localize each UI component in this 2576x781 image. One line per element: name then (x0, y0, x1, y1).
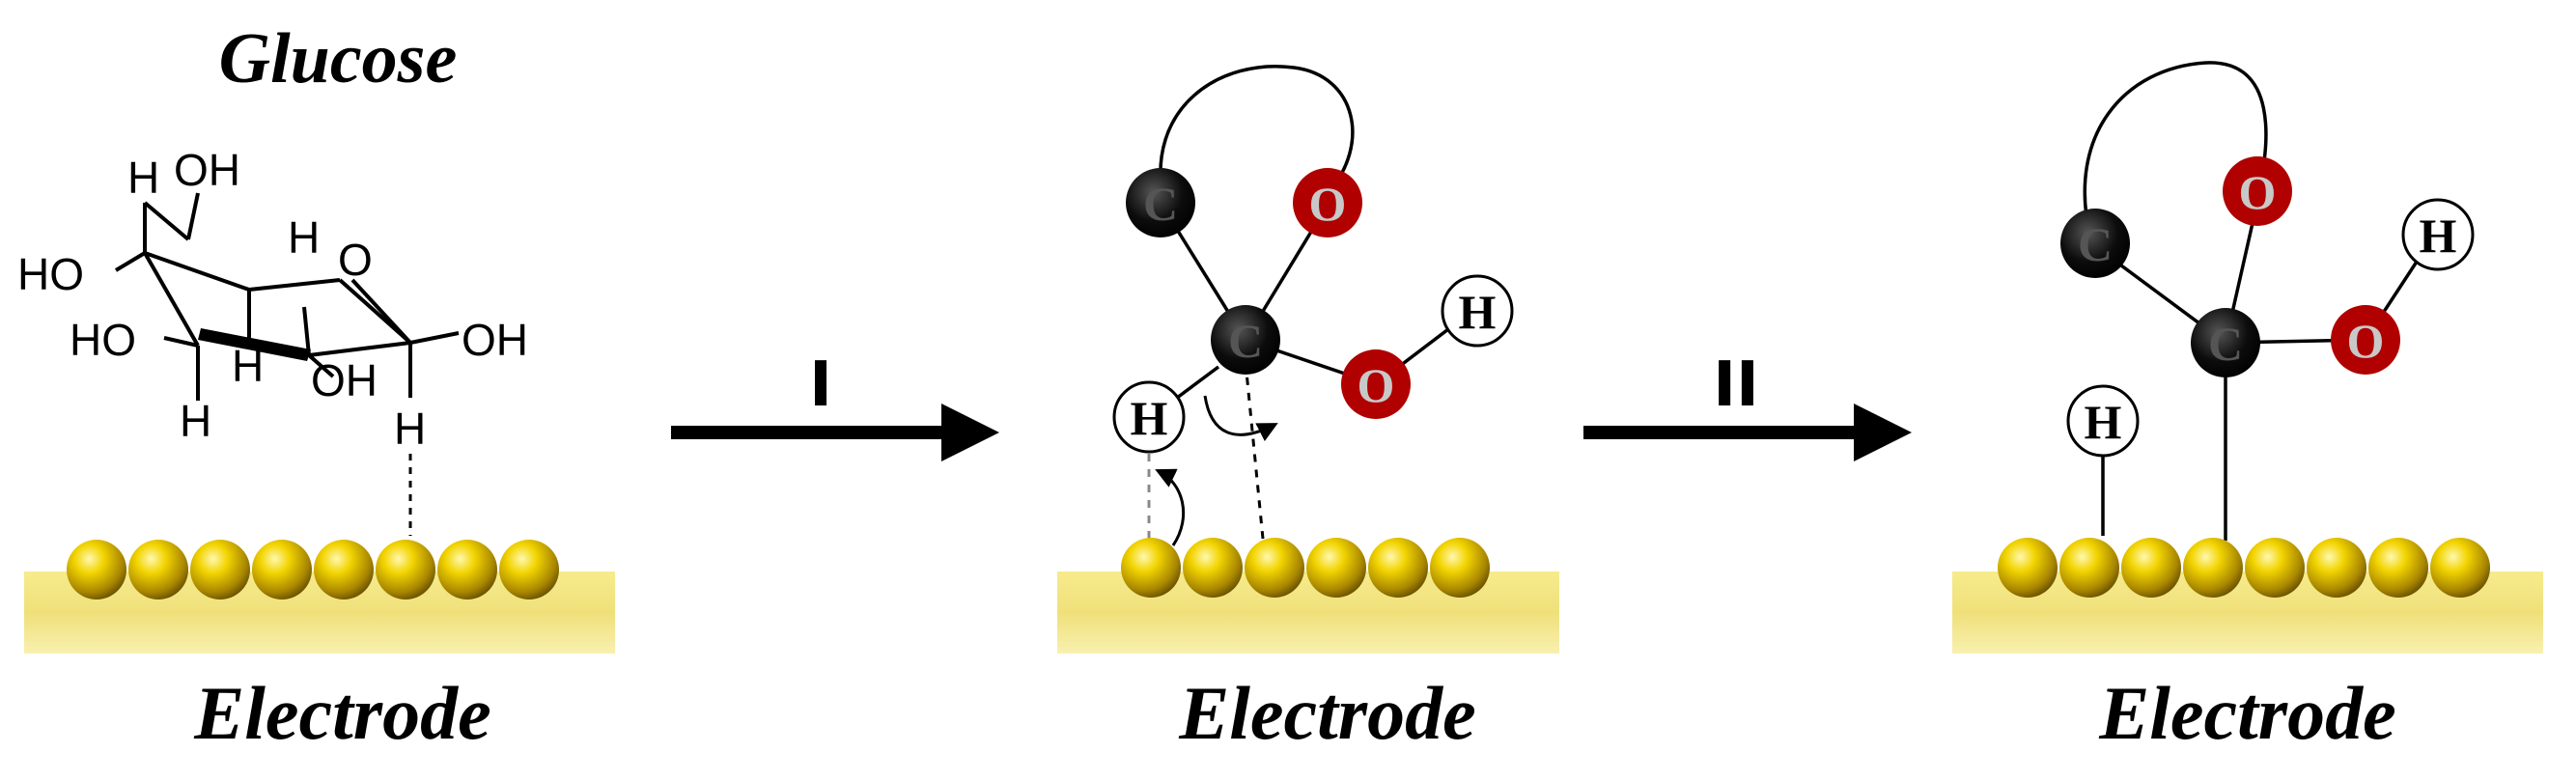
panel-adsorbed-product: C O C O H H Electrode (1952, 61, 2543, 755)
glucose-label: H (288, 212, 320, 263)
oxygen-atom: O (2331, 305, 2400, 375)
electrode-label: Electrode (193, 671, 491, 755)
gold-atom (314, 540, 374, 600)
hydrogen-atom: H (1112, 380, 1186, 454)
gold-atom (376, 540, 435, 600)
carbon-atom: C (1211, 305, 1280, 375)
glucose-label: H (127, 153, 159, 203)
oxygen-atom: O (2223, 156, 2292, 226)
glucose-atom-labels: OH H HO H O HO OH H OH H H (17, 145, 528, 454)
atom-symbol: H (2085, 395, 2122, 449)
glucose-title: Glucose (219, 19, 458, 98)
gold-atom (2430, 538, 2490, 598)
hydrogen-atom: H (2066, 384, 2140, 458)
electrode-label: Electrode (2098, 671, 2396, 755)
gold-atom-row (1998, 538, 2490, 598)
glucose-label: OH (311, 355, 378, 405)
gold-atom (2121, 538, 2181, 598)
glucose-label: O (338, 235, 373, 285)
step-label: I (809, 349, 832, 421)
carbon-atom: C (2060, 209, 2130, 278)
electrode-surface (1952, 538, 2543, 654)
glucose-label: H (394, 404, 426, 454)
glucose-label: HO (17, 249, 84, 299)
glucose-label: H (180, 396, 211, 446)
reaction-step-arrow: II (1583, 349, 1912, 461)
electrode-surface (1057, 538, 1559, 654)
atom-symbol: C (1143, 177, 1178, 231)
oxygen-atom: O (1293, 168, 1362, 237)
gold-atom (437, 540, 497, 600)
gold-atom (1183, 538, 1243, 598)
glucose-label: H (232, 341, 264, 391)
gold-atom (2183, 538, 2243, 598)
gold-atom (252, 540, 312, 600)
gold-atom (1306, 538, 1366, 598)
gold-atom (1998, 538, 2058, 598)
atom-symbol: C (1228, 314, 1263, 368)
atom-symbol: H (2420, 209, 2457, 263)
electrode-surface (24, 540, 615, 654)
gold-atom (1121, 538, 1181, 598)
gold-atom-row (1121, 538, 1490, 598)
gold-atom (128, 540, 188, 600)
atom-symbol: C (2078, 217, 2113, 271)
atom-symbol: C (2208, 317, 2243, 371)
electrode-label: Electrode (1178, 671, 1476, 755)
gold-atom (190, 540, 250, 600)
hydrogen-atom: H (1441, 274, 1514, 348)
hydrogen-atom: H (2401, 198, 2475, 271)
panel-glucose: Glucose OH (17, 19, 615, 755)
carbon-atom: C (2191, 308, 2260, 377)
glucose-label: OH (462, 315, 528, 365)
gold-atom (2245, 538, 2305, 598)
atom-symbol: O (1358, 358, 1395, 412)
panel-transition: C O C O H H Electrode (1057, 65, 1559, 755)
gold-atom (1245, 538, 1304, 598)
atom-symbol: H (1459, 285, 1497, 339)
gold-atom (2307, 538, 2366, 598)
atom-symbol: O (1309, 177, 1347, 231)
gold-atom (1430, 538, 1490, 598)
gold-atom (2059, 538, 2119, 598)
gold-atom (499, 540, 559, 600)
gold-atom-row (67, 540, 559, 600)
gold-atom (67, 540, 126, 600)
oxygen-atom: O (1341, 349, 1411, 419)
atom-symbol: H (1131, 391, 1168, 445)
gold-atom (1368, 538, 1428, 598)
step-label: II (1713, 349, 1759, 421)
glucose-label: HO (70, 315, 136, 365)
reaction-step-arrow: I (671, 349, 999, 461)
carbon-atom: C (1126, 168, 1195, 237)
glucose-label: OH (174, 145, 240, 195)
atom-symbol: O (2347, 314, 2385, 368)
atom-symbol: O (2239, 165, 2277, 219)
glucose-structure (114, 192, 460, 536)
gold-atom (2368, 538, 2428, 598)
